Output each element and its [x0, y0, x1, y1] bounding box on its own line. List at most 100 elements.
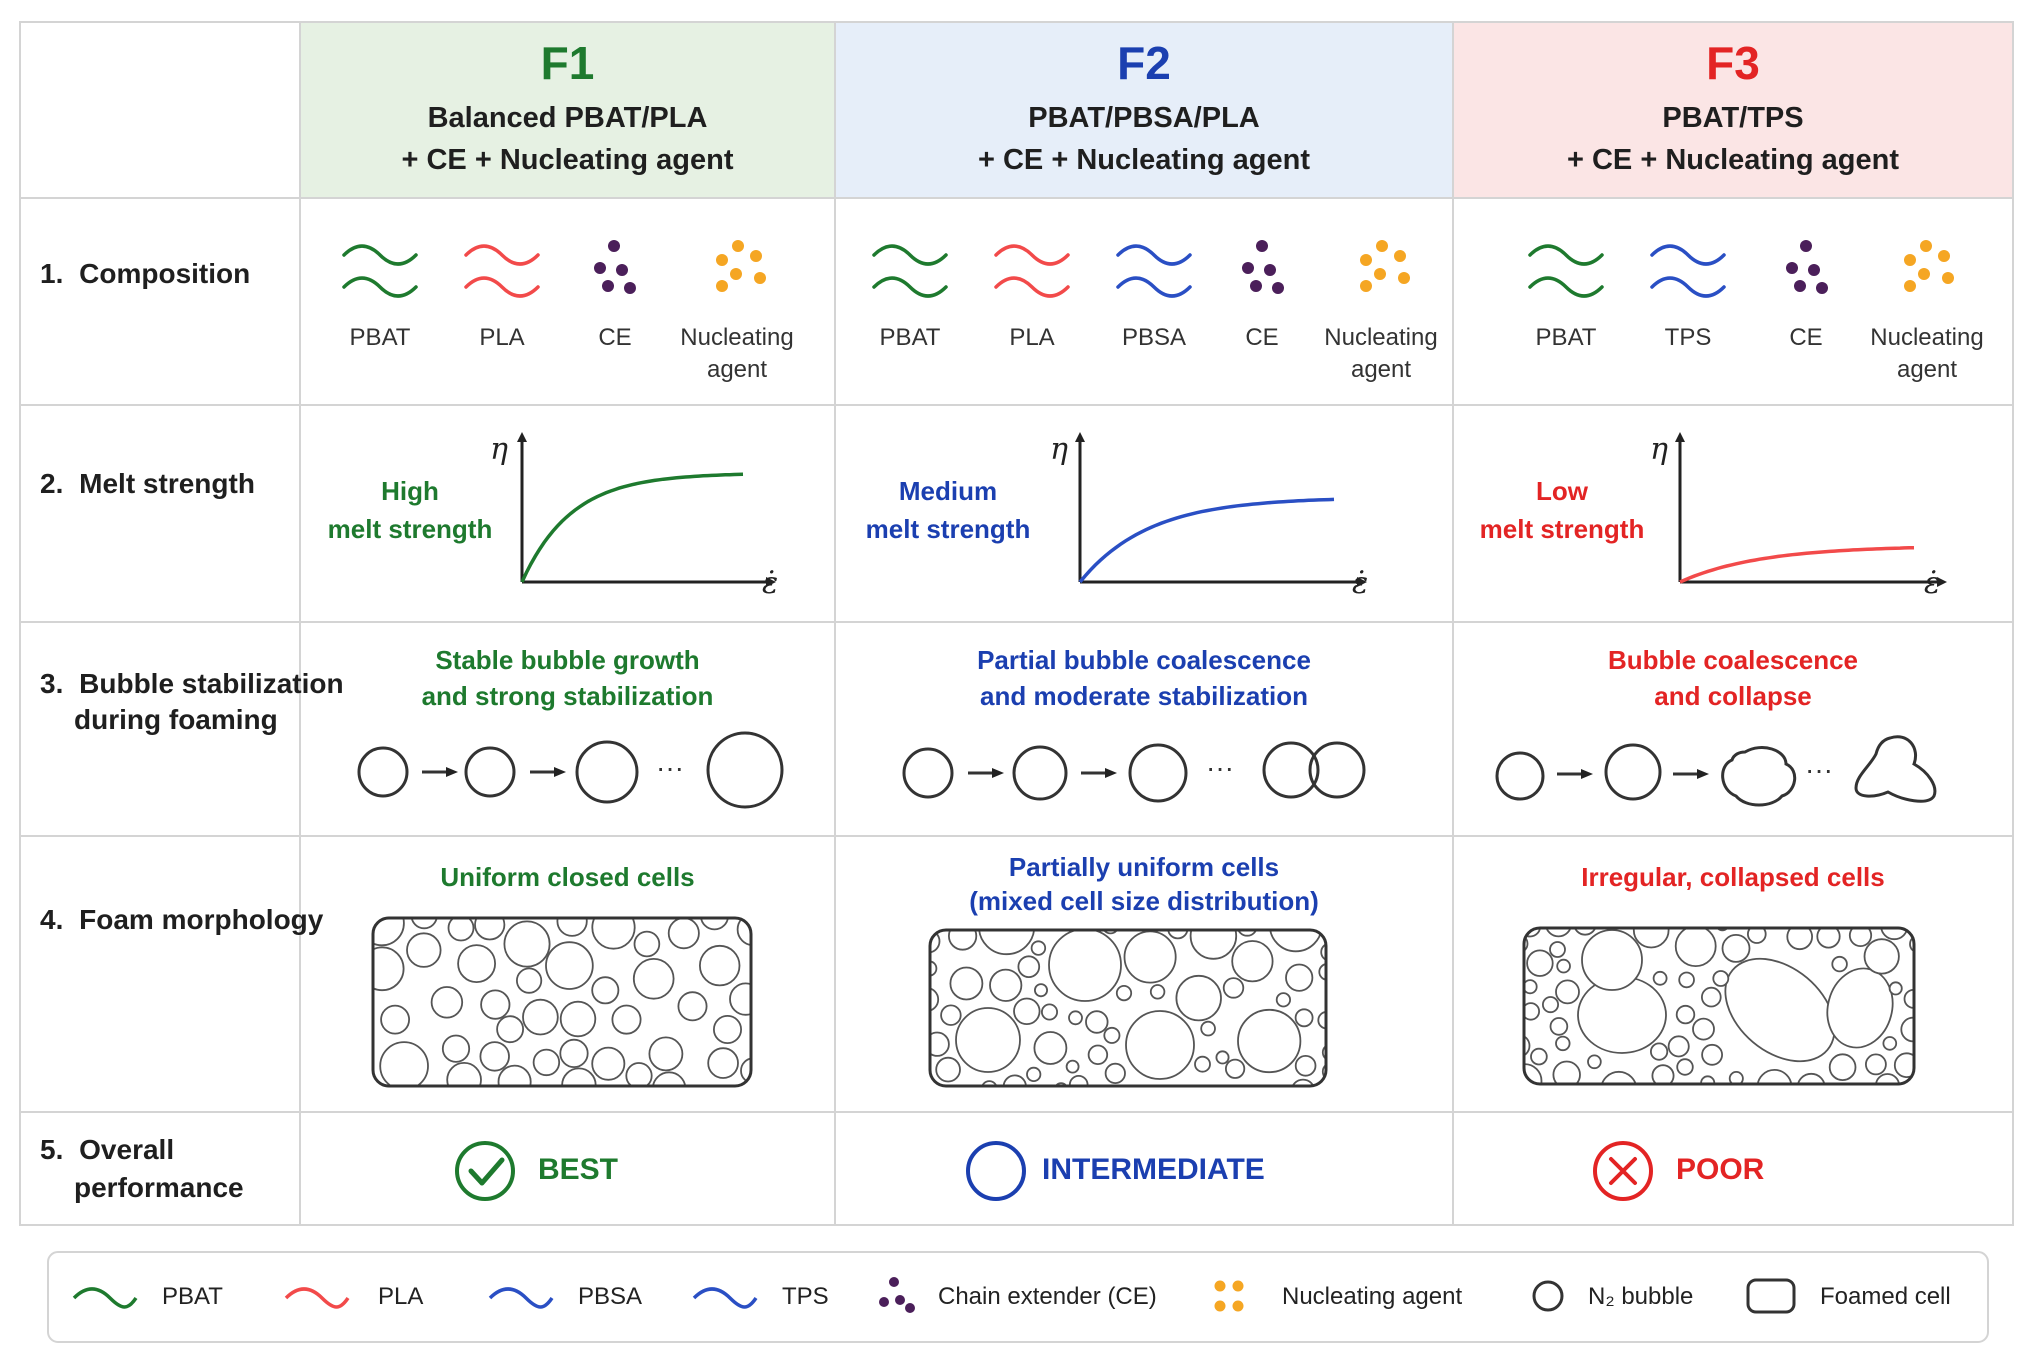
check-circle-icon — [455, 1141, 515, 1201]
f3-title: F3 — [1706, 37, 1760, 89]
foam-cell — [930, 987, 940, 1012]
f3-subtitle-line1: PBAT/TPS — [1662, 102, 1804, 134]
foam-cell — [1524, 1002, 1541, 1021]
f3-bubble-2 — [1604, 743, 1662, 801]
foam-cell — [977, 930, 1036, 956]
foam-cell — [559, 1000, 597, 1038]
row5-text-line2: performance — [74, 1172, 244, 1203]
row2-text: Melt strength — [79, 468, 255, 499]
foam-cell — [1041, 1003, 1059, 1021]
f2-bubble-4a — [1262, 741, 1320, 799]
foam-cell — [700, 918, 730, 931]
foam-cell — [1875, 1073, 1901, 1084]
f1-morphology-label: Uniform closed cells — [300, 860, 835, 894]
foam-cell — [1222, 977, 1245, 999]
foam-cell — [1587, 1054, 1602, 1070]
foam-cell — [1650, 1042, 1669, 1061]
f1-subtitle-line1: Balanced PBAT/PLA — [427, 102, 708, 134]
row5-label: 5. Overall — [40, 1132, 174, 1168]
row4-label: 4. Foam morphology — [40, 902, 323, 938]
foam-cell — [1676, 1058, 1694, 1076]
foam-cell — [651, 1071, 687, 1086]
f1-melt-strength-label: High melt strength — [320, 472, 500, 548]
f1-bubble-3 — [575, 740, 639, 804]
foam-cell — [1275, 992, 1292, 1008]
foam-cell — [1549, 941, 1566, 958]
foam-cell — [1715, 928, 1730, 932]
ce-dots-icon — [879, 1277, 915, 1313]
foam-cell — [1013, 997, 1041, 1026]
foam-cell — [707, 1047, 739, 1079]
foam-cell — [1225, 1058, 1246, 1079]
f1-header-bg — [300, 22, 835, 198]
foam-cell — [373, 918, 405, 947]
f3-melt-curve — [1679, 545, 1915, 584]
foam-cell — [1816, 928, 1841, 949]
foam-cell — [1556, 958, 1571, 974]
f3-x-axis-symbol: ε̇ — [1924, 566, 1941, 601]
foam-cell — [1294, 1008, 1314, 1028]
foam-cell — [955, 1007, 1021, 1073]
legend-label-foamed-cell: Foamed cell — [1820, 1283, 1951, 1310]
f3-foam-panel — [1522, 926, 1916, 1086]
f2-title: F2 — [1117, 37, 1171, 89]
row3-label: 3. Bubble stabilization — [40, 666, 344, 702]
f3-bubble-4 — [1854, 735, 1937, 803]
f3-morph-line1: Irregular, collapsed cells — [1581, 862, 1885, 892]
foam-cell — [1701, 986, 1722, 1008]
f2-foam-panel — [928, 928, 1328, 1088]
row5-text-line1: Overall — [79, 1134, 175, 1165]
foam-cell — [1544, 928, 1573, 938]
foam-cell — [648, 1036, 684, 1072]
f3-melt-plot — [1675, 432, 1947, 587]
foam-cell — [1600, 1070, 1638, 1084]
f3-comp-label-0: PBAT — [1535, 324, 1597, 351]
f1-bubble-4 — [706, 731, 784, 809]
legend-label-nucleating: Nucleating agent — [1282, 1283, 1463, 1310]
foam-cell — [1667, 1035, 1690, 1058]
f2-bubble-line1: Partial bubble coalescence — [977, 645, 1311, 675]
foam-cell — [1087, 1044, 1109, 1066]
foam-cell — [1552, 1060, 1581, 1084]
f2-bubble-2 — [1012, 745, 1068, 801]
f2-bubble-line2: and moderate stabilization — [980, 681, 1308, 711]
foam-cell — [1002, 1074, 1027, 1086]
row1-text: Composition — [79, 258, 251, 289]
f3-comp-label-2: CE — [1789, 324, 1823, 351]
f3-header: F3 PBAT/TPS + CE + Nucleating agent — [1453, 22, 2013, 198]
row2-label: 2. Melt strength — [40, 466, 255, 502]
foam-cell — [1030, 940, 1047, 956]
f3-subtitle-line2: + CE + Nucleating agent — [1567, 144, 1899, 176]
foam-cell — [1880, 928, 1909, 941]
foam-cell — [474, 918, 506, 941]
f2-melt-line2: melt strength — [865, 514, 1031, 544]
foam-cell — [949, 966, 984, 1001]
foam-cell — [1268, 930, 1323, 953]
legend-label-ce: Chain extender (CE) — [938, 1283, 1157, 1310]
foam-cell — [1524, 1033, 1531, 1058]
foam-cell — [1526, 949, 1554, 977]
foam-cell — [1652, 970, 1668, 986]
foam-cell — [1542, 996, 1560, 1014]
f2-comp-label-2: PBSA — [1121, 324, 1187, 351]
foam-cell — [1200, 1020, 1216, 1037]
foam-cell — [1318, 963, 1326, 981]
f1-y-axis-symbol: η — [490, 432, 508, 467]
row3-text-line2: during foaming — [74, 704, 278, 735]
foam-cell — [1675, 1004, 1696, 1025]
foam-cell — [1285, 963, 1314, 992]
f2-ellipsis: ··· — [1206, 752, 1234, 783]
foam-cell — [1215, 1050, 1230, 1065]
foam-cell — [1524, 979, 1538, 995]
bubble-icon — [1532, 1280, 1564, 1312]
foam-cell — [591, 976, 620, 1005]
foam-cell — [479, 1041, 510, 1072]
foam-cell — [1194, 1055, 1211, 1073]
f1-subtitle-line2: + CE + Nucleating agent — [401, 144, 734, 176]
f3-bubble-line1: Bubble coalescence — [1608, 645, 1858, 675]
foam-cell — [729, 982, 751, 1016]
